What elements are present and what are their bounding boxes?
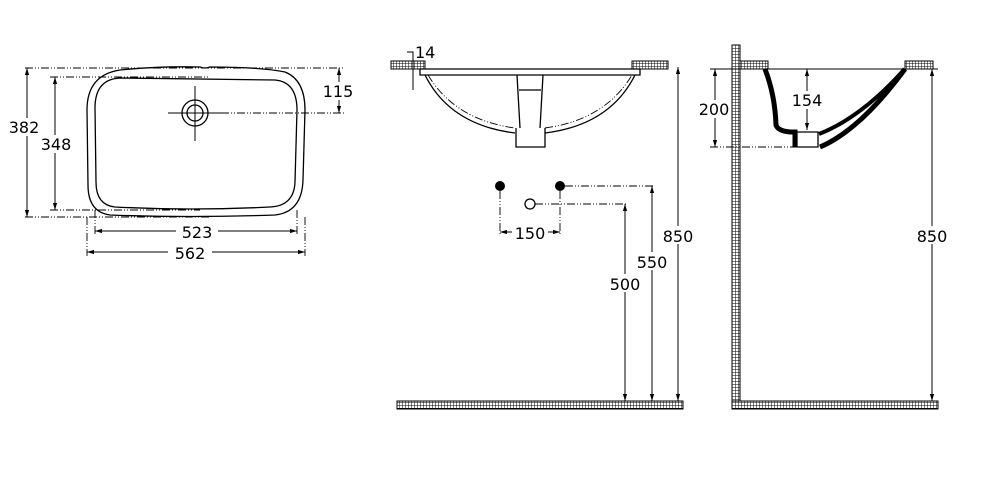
waste-outlet	[524, 198, 536, 210]
countertop-side-right	[904, 60, 934, 70]
floor-front	[396, 400, 684, 410]
plan-view: 382 348 115 523 562	[4, 66, 360, 263]
dim-overall-depth: 382	[9, 118, 40, 137]
dim-bowl-depth: 200	[699, 100, 730, 119]
countertop-side-left	[739, 60, 769, 70]
dim-waste-height: 500	[610, 275, 641, 294]
basin-side-section	[762, 67, 908, 150]
basin-bowl	[424, 74, 636, 134]
basin-outer-outline	[86, 66, 306, 218]
dim-counter-height: 850	[663, 227, 694, 246]
dim-inner-depth: 348	[41, 135, 72, 154]
countertop-right	[631, 60, 669, 70]
basin-inner-outline	[94, 77, 298, 210]
dim-supply-height: 550	[637, 253, 668, 272]
floor-side	[731, 400, 939, 410]
dim-rim-thickness: 14	[415, 43, 435, 62]
countertop-left	[390, 60, 426, 70]
wall	[731, 44, 741, 410]
tap-hole-left	[495, 181, 505, 191]
dim-inner-depth-side: 154	[792, 91, 823, 110]
front-view: 14 150 500 550 850	[390, 43, 697, 410]
dim-drain-offset: 115	[323, 82, 354, 101]
dim-inner-width: 523	[182, 223, 213, 242]
dim-tap-spacing: 150	[515, 224, 546, 243]
side-view: 200 154 850	[697, 44, 951, 410]
tap-hole-right	[555, 181, 565, 191]
dim-overall-width: 562	[175, 244, 206, 263]
dim-counter-height-side: 850	[917, 227, 948, 246]
